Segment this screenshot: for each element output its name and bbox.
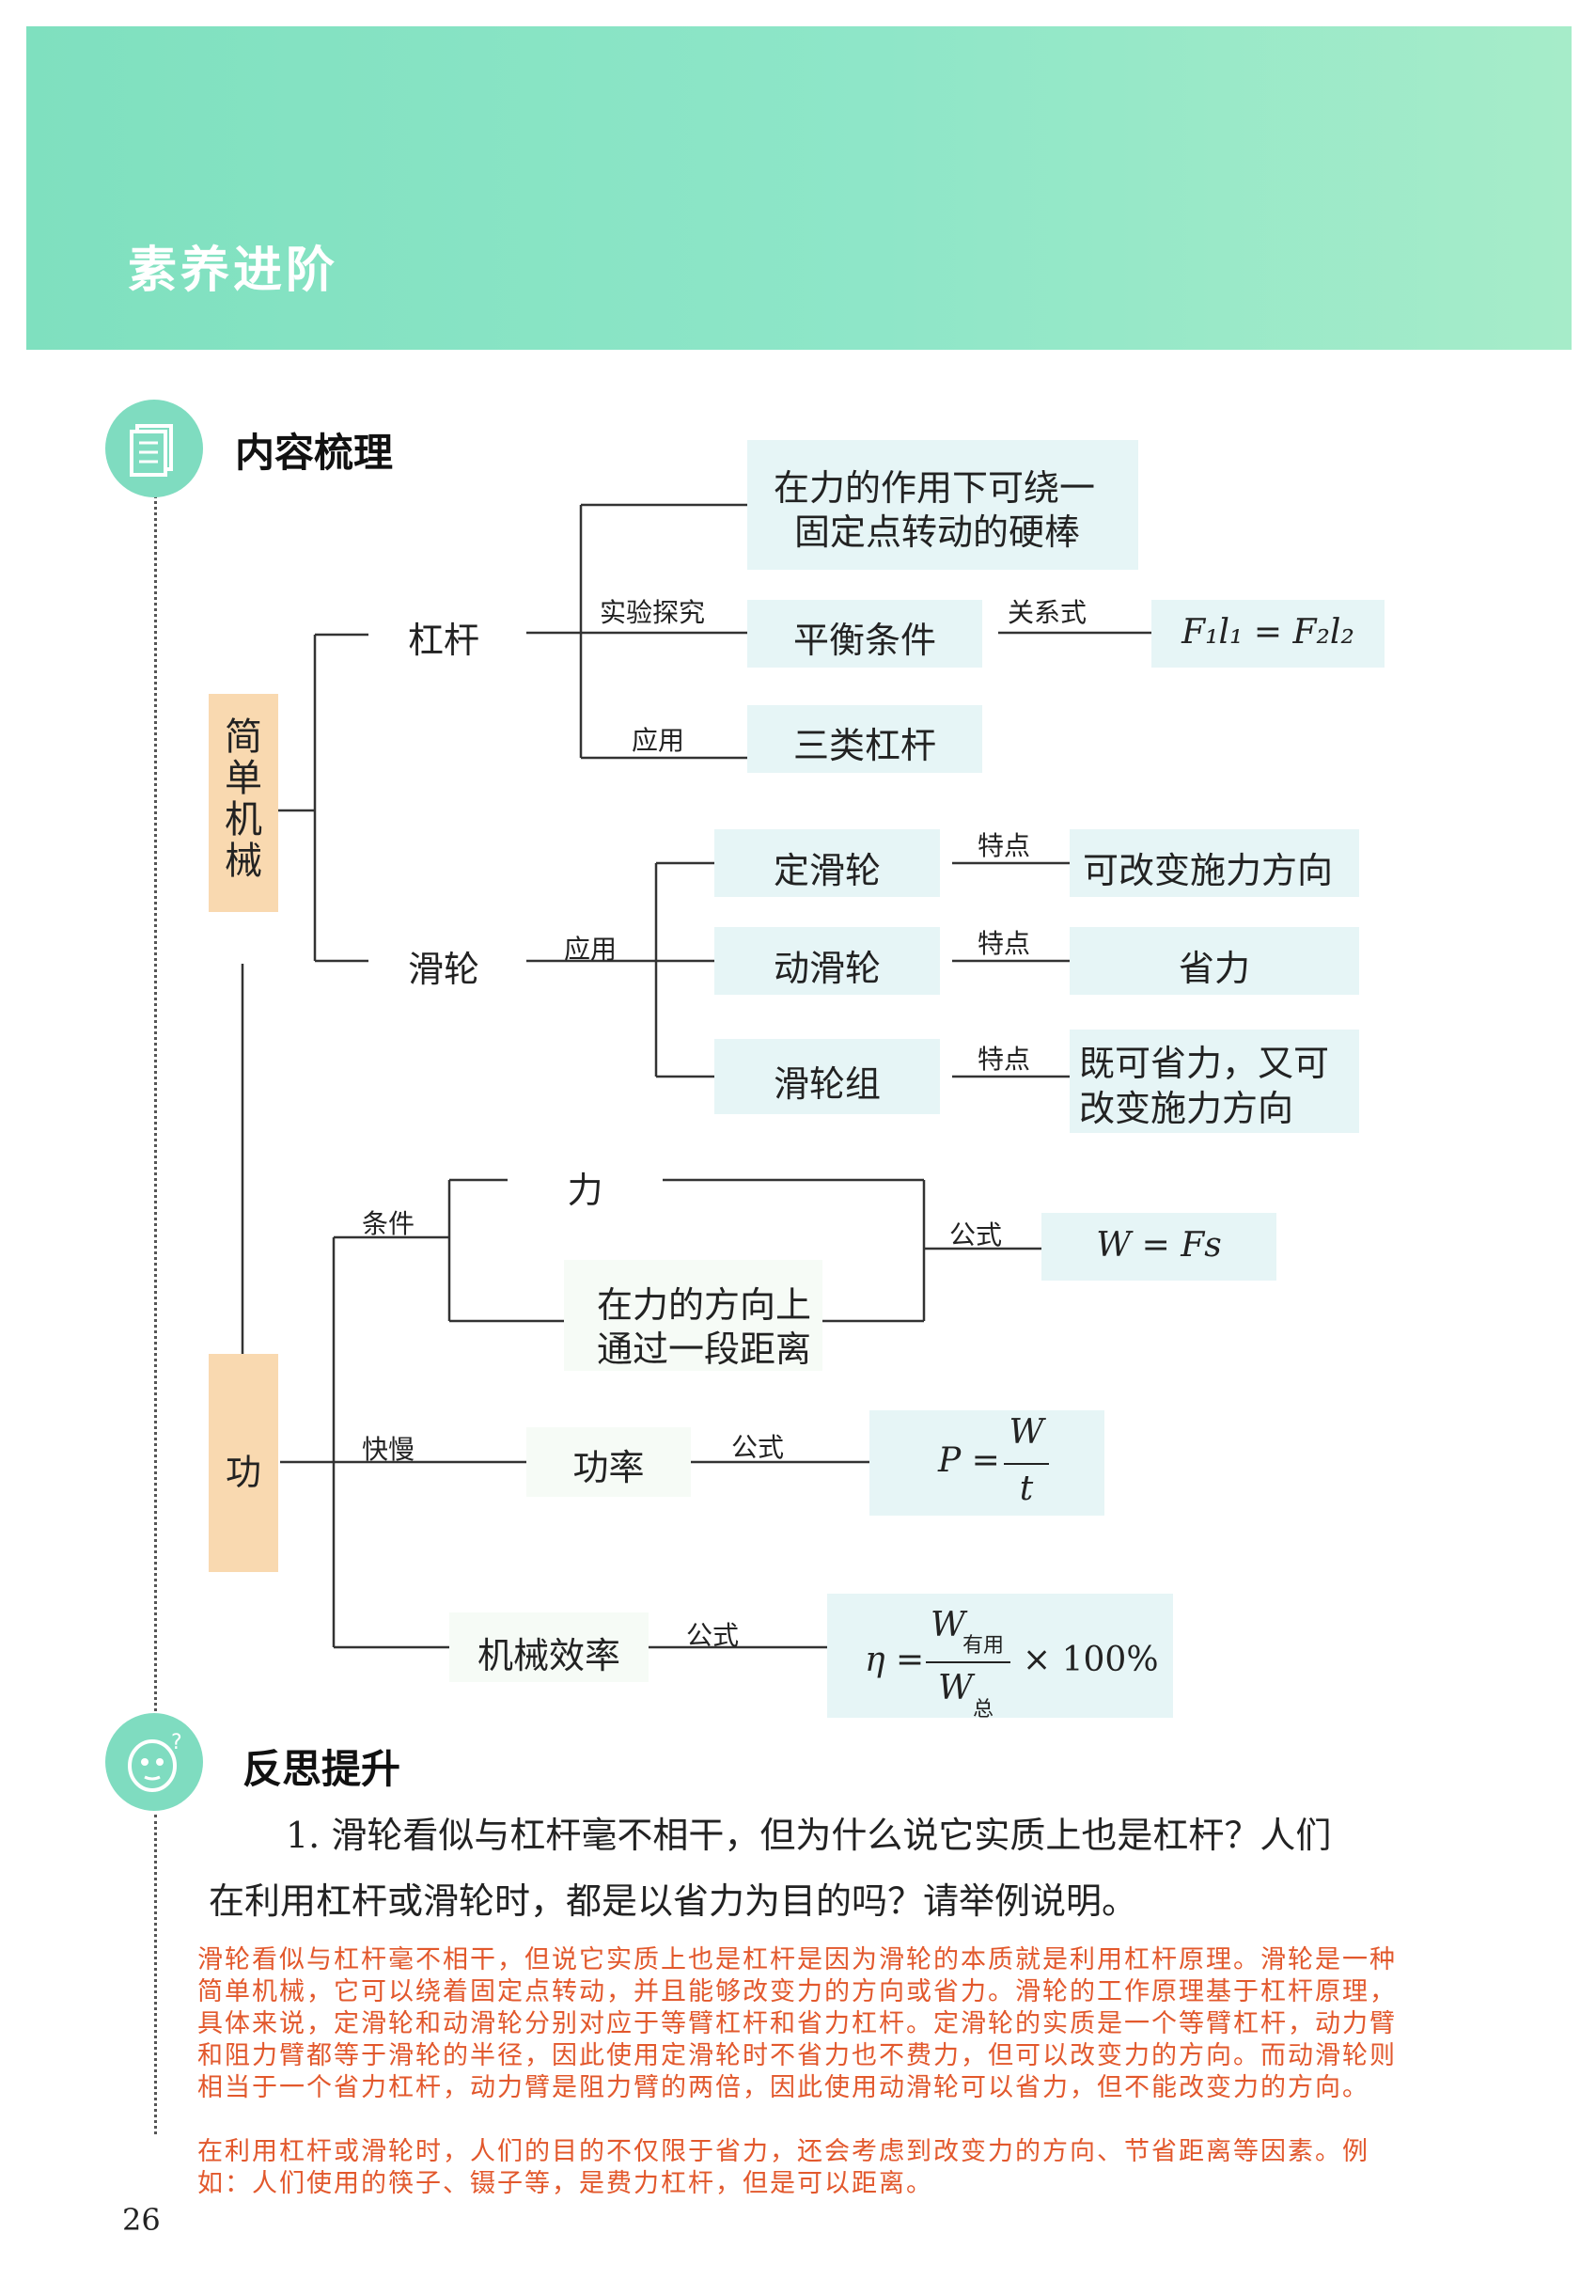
power-formula-denominator: t xyxy=(1019,1470,1034,1508)
pulley-block-box xyxy=(714,1039,940,1114)
thinking-face-icon: ? xyxy=(105,1713,203,1811)
lever-formula: F₁l₁ = F₂l₂ xyxy=(1181,613,1354,652)
section-title-content: 内容梳理 xyxy=(235,430,394,476)
section-title-reflection: 反思提升 xyxy=(243,1746,401,1792)
svg-text:?: ? xyxy=(171,1731,182,1754)
balance-box xyxy=(747,600,982,668)
work-box xyxy=(209,1354,278,1572)
power-label: 功率 xyxy=(572,1447,645,1488)
simple-machine-box xyxy=(209,694,278,912)
condition-label: 条件 xyxy=(362,1208,415,1239)
question-line2: 在利用杠杆或滑轮时，都是以省力为目的吗？请举例说明。 xyxy=(209,1880,1138,1922)
answer-paragraph-2: 在利用杠杆或滑轮时，人们的目的不仅限于省力，还会考虑到改变力的方向、节省距离等因… xyxy=(197,2137,1369,2198)
page-number: 26 xyxy=(122,2202,161,2238)
dotted-guide-line xyxy=(154,489,157,1711)
work-formula: W = Fs xyxy=(1096,1226,1222,1265)
feature-label-1: 特点 xyxy=(978,830,1031,861)
formula-label-work: 公式 xyxy=(949,1219,1003,1250)
movable-feature-box xyxy=(1070,927,1359,995)
experiment-label: 实验探究 xyxy=(600,597,706,628)
pulley-application-label: 应用 xyxy=(564,934,618,965)
movable-pulley-box xyxy=(714,927,940,995)
power-fraction-bar xyxy=(1004,1463,1049,1465)
distance-line2: 通过一段距离 xyxy=(597,1329,812,1370)
efficiency-denominator: W xyxy=(938,1669,974,1707)
three-levers-box xyxy=(747,705,982,773)
feature-label-3: 特点 xyxy=(978,1044,1031,1075)
lever-label: 杠杆 xyxy=(408,620,480,661)
header-banner xyxy=(26,26,1572,350)
formula-label-power: 公式 xyxy=(731,1432,785,1463)
pulley-label: 滑轮 xyxy=(408,949,480,990)
efficiency-box xyxy=(449,1612,649,1682)
answer-paragraph-1: 滑轮看似与杠杆毫不相干，但说它实质上也是杠杆是因为滑轮的本质就是利用杠杆原理。滑… xyxy=(197,1945,1397,2102)
power-formula-numerator: W xyxy=(1009,1413,1044,1452)
dotted-guide-line-2 xyxy=(154,1815,157,2134)
lever-formula-box xyxy=(1151,600,1385,668)
lever-definition-box xyxy=(747,440,1138,570)
distance-box xyxy=(564,1260,822,1371)
relation-label: 关系式 xyxy=(1008,597,1087,628)
fixed-pulley-label: 定滑轮 xyxy=(773,850,881,891)
efficiency-formula-box xyxy=(827,1594,1173,1718)
block-feature-box xyxy=(1070,1030,1359,1133)
movable-pulley-label: 动滑轮 xyxy=(773,948,881,989)
fixed-feature-box xyxy=(1070,829,1359,897)
formula-label-efficiency: 公式 xyxy=(686,1620,740,1651)
work-formula-box xyxy=(1041,1213,1276,1281)
balance-label: 平衡条件 xyxy=(792,620,936,661)
simple-machine-label: 简单机械 xyxy=(225,716,262,883)
three-levers-label: 三类杠杆 xyxy=(792,725,936,766)
power-box xyxy=(526,1427,691,1497)
lever-def-line1: 在力的作用下可绕一 xyxy=(774,467,1096,509)
efficiency-fraction-bar xyxy=(926,1661,1010,1663)
question-line1: 1. 滑轮看似与杠杆毫不相干，但为什么说它实质上也是杠杆？人们 xyxy=(286,1815,1332,1856)
work-label: 功 xyxy=(225,1452,261,1493)
distance-line1: 在力的方向上 xyxy=(597,1284,812,1326)
power-formula-box xyxy=(869,1410,1104,1516)
power-formula-lhs: P = xyxy=(938,1441,1000,1480)
block-feature-line2: 改变施力方向 xyxy=(1079,1088,1294,1129)
movable-feature-text: 省力 xyxy=(1178,948,1250,989)
banner-title: 素养进阶 xyxy=(128,242,339,299)
efficiency-denominator-sub: 总 xyxy=(973,1698,994,1722)
force-label: 力 xyxy=(567,1170,603,1211)
efficiency-numerator: W xyxy=(931,1606,966,1644)
block-feature-line1: 既可省力，又可 xyxy=(1079,1043,1330,1084)
pulley-block-label: 滑轮组 xyxy=(773,1063,881,1105)
lever-application-label: 应用 xyxy=(632,725,685,756)
efficiency-formula-lhs: η = xyxy=(865,1641,925,1679)
speed-label: 快慢 xyxy=(362,1434,415,1465)
fixed-pulley-box xyxy=(714,829,940,897)
efficiency-numerator-sub: 有用 xyxy=(962,1634,1005,1658)
lever-def-line2: 固定点转动的硬棒 xyxy=(794,511,1081,553)
feature-label-2: 特点 xyxy=(978,928,1031,959)
document-icon xyxy=(105,400,203,497)
efficiency-tail: × 100% xyxy=(1023,1641,1159,1679)
efficiency-label: 机械效率 xyxy=(477,1635,620,1676)
fixed-feature-text: 可改变施力方向 xyxy=(1083,850,1334,891)
